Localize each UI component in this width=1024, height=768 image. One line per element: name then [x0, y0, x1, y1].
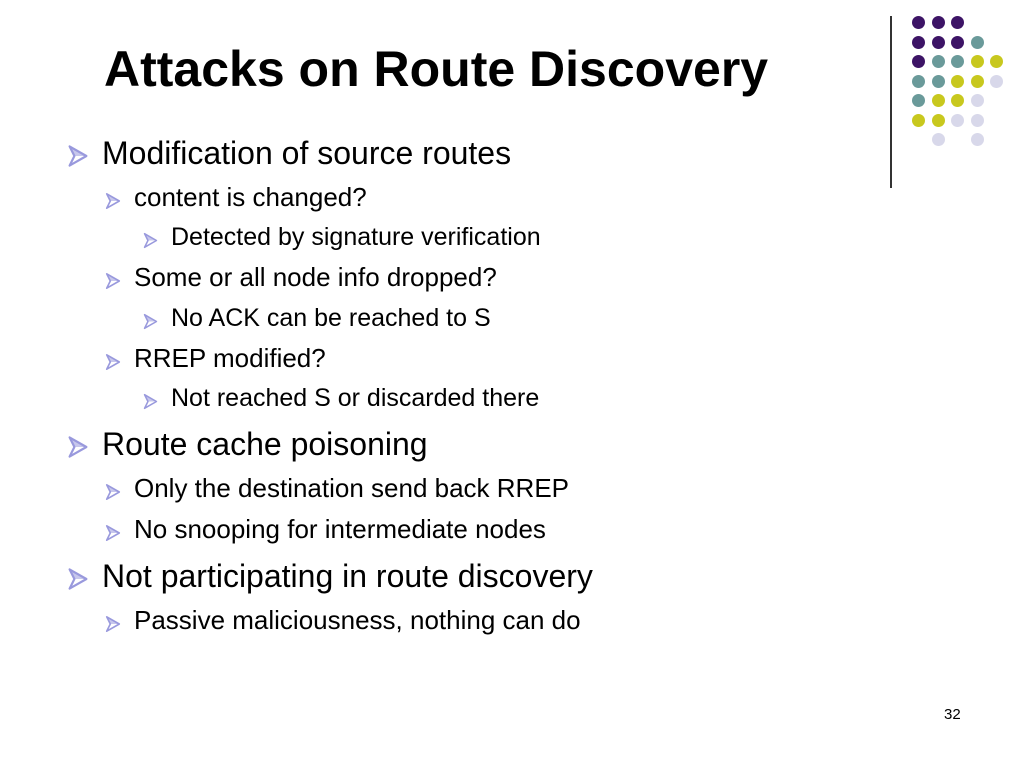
decorative-dot	[912, 16, 925, 29]
arrow-bullet-icon	[104, 188, 122, 210]
bullet-item: Not reached S or discarded there	[142, 386, 539, 411]
bullet-text: RREP modified?	[134, 343, 326, 373]
decorative-dot	[951, 35, 964, 49]
bullet-text: Route cache poisoning	[102, 426, 428, 462]
decorative-dot	[931, 94, 945, 107]
decorative-dot	[931, 74, 945, 88]
decorative-dot	[970, 55, 984, 68]
arrow-bullet-icon	[66, 564, 90, 590]
decorative-dot	[931, 55, 945, 68]
arrow-bullet-icon	[104, 268, 122, 290]
arrow-bullet-icon	[66, 432, 90, 458]
decorative-dot	[951, 16, 964, 29]
arrow-bullet-icon	[104, 349, 122, 371]
bullet-text: Passive maliciousness, nothing can do	[134, 605, 581, 635]
decorative-dot	[931, 16, 945, 29]
arrow-bullet-icon	[104, 520, 122, 542]
decorative-dot	[990, 55, 1003, 68]
bullet-item: Passive maliciousness, nothing can do	[104, 607, 581, 633]
page-number: 32	[944, 706, 961, 723]
bullet-item: Not participating in route discovery	[66, 560, 593, 592]
decorative-dot	[990, 74, 1003, 88]
decorative-dot	[931, 133, 945, 146]
arrow-bullet-icon	[104, 479, 122, 501]
bullet-item: RREP modified?	[104, 345, 326, 371]
decorative-dot	[970, 74, 984, 88]
bullet-item: Only the destination send back RREP	[104, 475, 569, 501]
bullet-text: Some or all node info dropped?	[134, 262, 497, 292]
decorative-dot	[951, 94, 964, 107]
arrow-bullet-icon	[142, 310, 159, 330]
arrow-bullet-icon	[104, 611, 122, 633]
bullet-text: Not participating in route discovery	[102, 558, 593, 594]
bullet-item: content is changed?	[104, 184, 367, 210]
arrow-bullet-icon	[66, 141, 90, 167]
bullet-text: Only the destination send back RREP	[134, 473, 570, 503]
decorative-dot	[951, 74, 964, 88]
bullet-text: content is changed?	[134, 182, 367, 212]
bullet-text: No snooping for intermediate nodes	[134, 514, 546, 544]
bullet-text: Detected by signature verification	[171, 223, 541, 251]
decorative-dot	[912, 74, 925, 88]
bullet-item: Route cache poisoning	[66, 428, 428, 460]
bullet-item: Modification of source routes	[66, 137, 511, 169]
arrow-bullet-icon	[142, 229, 159, 249]
decorative-dot	[912, 35, 925, 49]
bullet-item: No snooping for intermediate nodes	[104, 516, 546, 542]
decorative-dot	[951, 55, 964, 68]
decorative-dot	[912, 94, 925, 107]
decorative-dot	[931, 113, 945, 127]
bullet-text: Not reached S or discarded there	[171, 384, 540, 412]
arrow-bullet-icon	[142, 390, 159, 410]
decorative-dot	[912, 55, 925, 68]
bullet-item: Some or all node info dropped?	[104, 264, 497, 290]
decorative-dot	[912, 113, 925, 127]
bullet-item: No ACK can be reached to S	[142, 306, 491, 331]
vertical-divider	[890, 16, 892, 188]
decorative-dot	[970, 94, 984, 107]
bullet-text: No ACK can be reached to S	[171, 304, 491, 332]
decorative-dot	[970, 113, 984, 127]
bullet-text: Modification of source routes	[102, 135, 512, 171]
slide-title: Attacks on Route Discovery	[104, 41, 769, 97]
decorative-dot	[970, 35, 984, 49]
bullet-item: Detected by signature verification	[142, 225, 541, 250]
decorative-dot	[970, 133, 984, 146]
decorative-dot	[931, 35, 945, 49]
decorative-dot	[951, 113, 964, 127]
